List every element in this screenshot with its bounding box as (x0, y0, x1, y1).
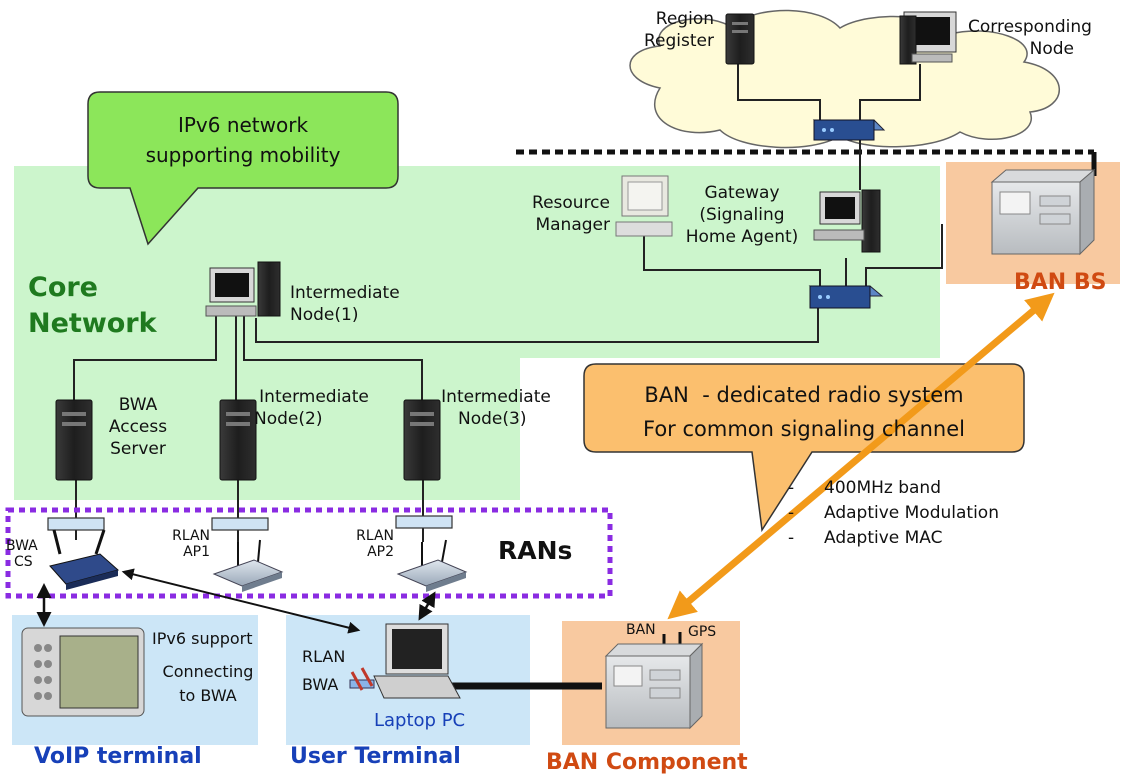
rans-region (5, 507, 613, 599)
rlan-ap2-label: RLAN AP2 (352, 528, 394, 560)
user-bwa-label: BWA (302, 675, 339, 694)
bullet-dash: - (788, 528, 795, 548)
callout-green-bubble (87, 91, 399, 246)
rlan-ap1-line-2: AP1 (183, 544, 210, 560)
core-network-region (14, 166, 940, 500)
ban-feature-item: - Adaptive Modulation (788, 501, 999, 526)
ban-component-title: BAN Component (546, 750, 748, 775)
bwa-cs-router-icon (49, 529, 120, 590)
cloud-router-icon (812, 119, 886, 141)
callout-green-line-1: IPv6 network (177, 113, 309, 137)
gateway-line-1: Gateway (704, 183, 780, 203)
bwa-cs-label: BWA CS (6, 538, 38, 570)
rans-title: RANs (498, 536, 573, 565)
gateway-icon (813, 189, 881, 253)
voip-connecting-line-2: to BWA (179, 686, 237, 705)
user-rlan-label: RLAN (302, 647, 346, 666)
intermediate-node-3-icon (403, 399, 441, 481)
callout-orange-line-1: BAN - dedicated radio system (644, 383, 964, 407)
region-register-line-2: Register (644, 31, 714, 51)
rlan-ap2-line-2: AP2 (367, 544, 394, 560)
ban-feature-text: Adaptive Modulation (824, 503, 999, 523)
bwa-access-server-icon (55, 399, 93, 481)
intermediate-node-1-line-1: Intermediate (290, 283, 400, 303)
corresponding-node-line-1: Corresponding (968, 17, 1092, 37)
intermediate-node-3-label: Intermediate Node(3) (428, 386, 564, 430)
laptop-pc-icon (349, 623, 461, 699)
intermediate-node-1-line-2: Node(1) (290, 305, 359, 325)
rlan-ap2-icon (396, 539, 468, 592)
laptop-pc-label: Laptop PC (374, 710, 466, 731)
rlan-ap1-line-1: RLAN (172, 528, 210, 544)
bwa-access-server-line-1: BWA (118, 395, 158, 415)
gps-antenna-label: GPS (688, 624, 717, 640)
core-network-title: Core Network (28, 270, 157, 342)
gateway-line-3: Home Agent) (685, 227, 799, 247)
ban-bs-title: BAN BS (1014, 270, 1107, 295)
bwa-cs-line-1: BWA (6, 538, 38, 554)
ap2-laptop-arrow (418, 591, 436, 621)
rlan-ap1-label: RLAN AP1 (168, 528, 210, 560)
resource-manager-icon (615, 175, 673, 237)
ban-feature-item: - Adaptive MAC (788, 526, 999, 551)
core-network-line-2: Network (28, 308, 157, 339)
bwa-access-server-label: BWA Access Server (96, 394, 180, 460)
corresponding-node-line-2: Node (1029, 39, 1074, 59)
callout-orange-line-2: For common signaling channel (643, 417, 965, 441)
core-network-line-1: Core (28, 272, 98, 303)
callout-orange-text: BAN - dedicated radio system For common … (584, 378, 1024, 446)
bullet-dash: - (788, 503, 795, 523)
bwa-access-server-line-3: Server (110, 439, 166, 459)
rlan-ap1-icon (212, 539, 284, 592)
resource-manager-line-1: Resource (532, 193, 610, 213)
intermediate-node-1-label: Intermediate Node(1) (290, 282, 400, 326)
bwa-access-server-line-2: Access (108, 417, 168, 437)
ban-radio-arrow (667, 292, 1055, 620)
ban-feature-text: Adaptive MAC (824, 528, 943, 548)
voip-device-icon (21, 627, 145, 717)
ban-feature-item: - 400MHz band (788, 476, 999, 501)
callout-green-line-2: supporting mobility (145, 143, 341, 167)
user-terminal-title: User Terminal (290, 744, 461, 769)
callout-green-text: IPv6 network supporting mobility (88, 110, 398, 170)
region-register-line-1: Region (655, 9, 714, 29)
connector-blocks (47, 515, 453, 531)
region-register-icon (725, 13, 755, 65)
rlan-ap2-line-1: RLAN (356, 528, 394, 544)
corresponding-node-label: Corresponding Node (968, 16, 1118, 60)
intermediate-node-1-icon (205, 261, 281, 317)
core-router-icon (808, 285, 884, 309)
gateway-line-2: (Signaling (699, 205, 785, 225)
ban-antenna-label: BAN (626, 622, 656, 638)
intermediate-node-2-icon (219, 399, 257, 481)
gateway-label: Gateway (Signaling Home Agent) (672, 182, 812, 248)
voip-terminal-title: VoIP terminal (34, 744, 202, 769)
bwa-cs-line-2: CS (14, 554, 33, 570)
voip-ipv6-support-label: IPv6 support (152, 629, 253, 648)
intermediate-node-2-line-1: Intermediate (259, 387, 369, 407)
intermediate-node-3-line-1: Intermediate (441, 387, 551, 407)
bwa-laptop-arrow (121, 568, 361, 634)
region-register-label: Region Register (616, 8, 714, 52)
intermediate-node-3-line-2: Node(3) (458, 409, 527, 429)
voip-connecting-label: Connecting to BWA (152, 660, 264, 708)
ban-bs-equipment-icon (990, 168, 1096, 256)
ban-component-equipment-icon (604, 632, 704, 730)
resource-manager-line-2: Manager (535, 215, 610, 235)
resource-manager-label: Resource Manager (500, 192, 610, 236)
intermediate-node-2-line-2: Node(2) (254, 409, 323, 429)
intermediate-node-2-label: Intermediate Node(2) (246, 386, 382, 430)
ban-features-list: - 400MHz band - Adaptive Modulation - Adapt… (788, 476, 999, 551)
corresponding-node-icon (899, 11, 957, 65)
ban-feature-text: 400MHz band (824, 478, 941, 498)
voip-connecting-line-1: Connecting (162, 662, 254, 681)
bullet-dash: - (788, 478, 795, 498)
